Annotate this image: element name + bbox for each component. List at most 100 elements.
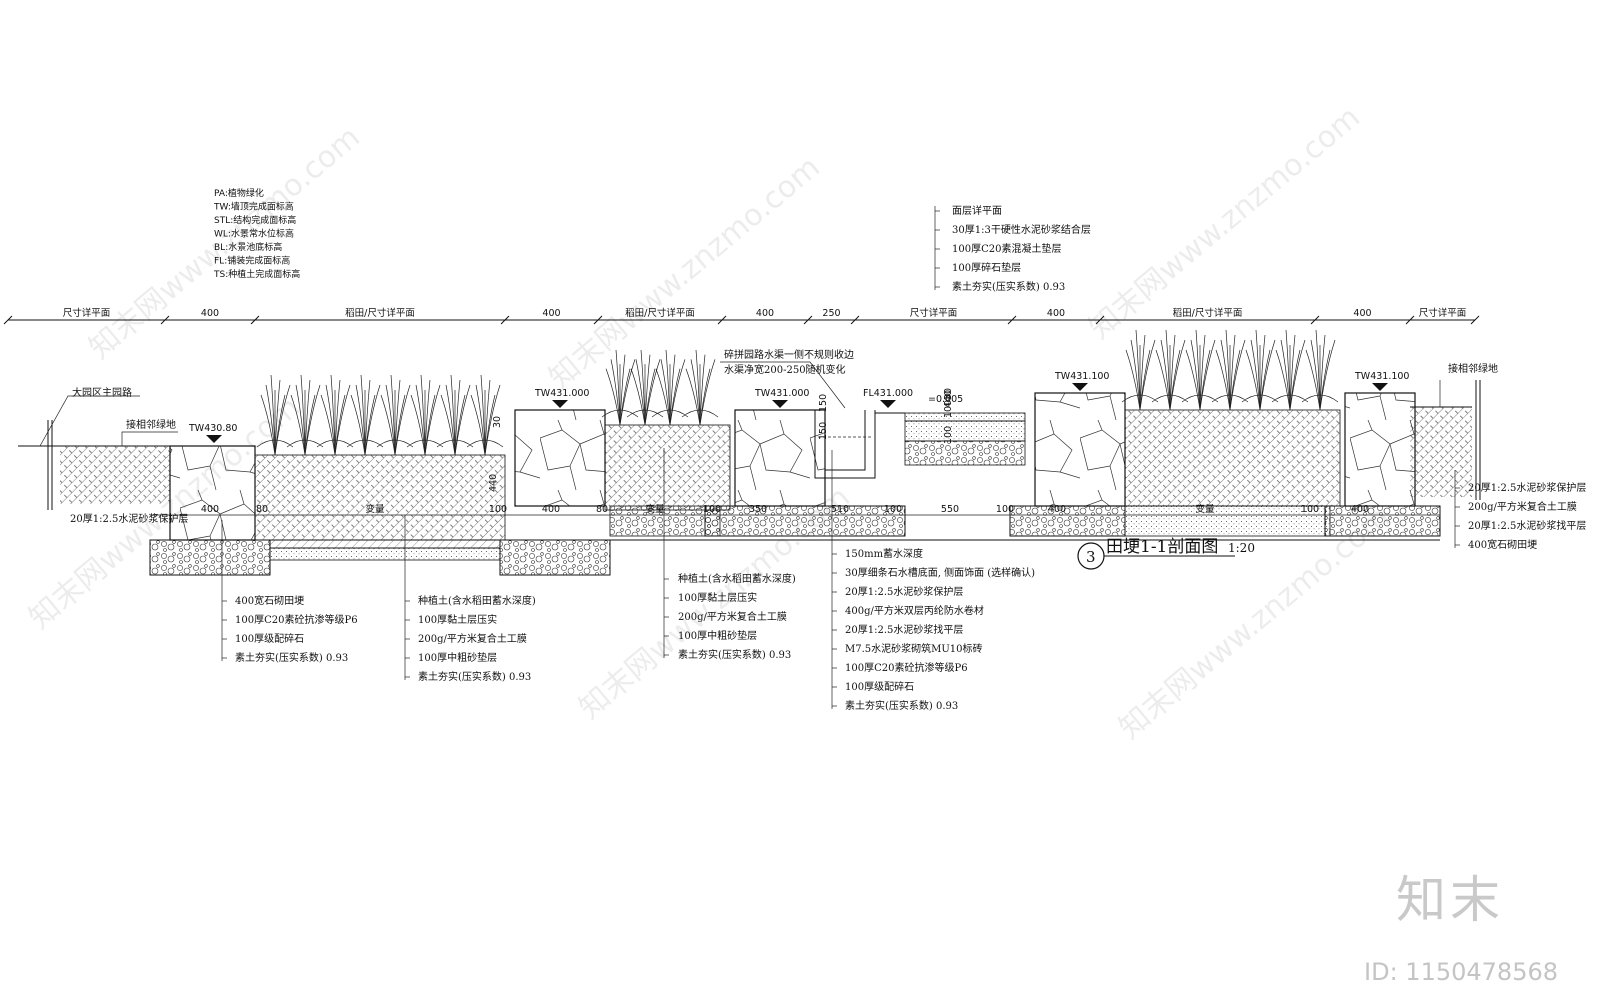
callout-channel-item: 400g/平方米双层丙纶防水卷材 xyxy=(845,604,984,617)
legend-item: FL:铺装完成面标高 xyxy=(214,255,290,267)
rice-plants xyxy=(256,329,1339,456)
elevation-label: FL431.000 xyxy=(863,388,913,399)
callout-paving-item: 素土夯实(压实系数) 0.93 xyxy=(952,280,1065,293)
callout-stone-ridge-item: 100厚C20素砼抗渗等级P6 xyxy=(235,613,358,626)
label-main-road: 大园区主园路 xyxy=(72,386,132,399)
callout-channel-item: 150mm蓄水深度 xyxy=(845,547,923,560)
dimension-tick xyxy=(1095,315,1105,325)
legend-item: STL:结构完成面标高 xyxy=(214,214,296,226)
callout-paddy-left-item: 种植土(含水稻田蓄水深度) xyxy=(418,594,536,607)
callout-channel-item: 100厚C20素砼抗渗等级P6 xyxy=(845,661,968,674)
rice-plant xyxy=(406,374,444,456)
legend-item: TW:墙顶完成面标高 xyxy=(213,201,294,213)
callout-right: 20厚1:2.5水泥砂浆保护层200g/平方米复合土工膜20厚1:2.5水泥砂浆… xyxy=(1454,470,1586,551)
dimension-label-top: 稻田/尺寸详平面 xyxy=(1173,307,1243,319)
dimension-label-top: 尺寸详平面 xyxy=(910,307,958,319)
callout-right-item: 400宽石砌田埂 xyxy=(1468,538,1537,551)
existing-ground xyxy=(18,380,1481,510)
dimension-label-bottom: 100 xyxy=(1301,504,1319,515)
callout-paving-item: 100厚C20素混凝土垫层 xyxy=(952,242,1061,255)
callout-right-item: 20厚1:2.5水泥砂浆找平层 xyxy=(1468,519,1586,532)
dimension-tick xyxy=(850,315,860,325)
callout-paddy-mid-item: 200g/平方米复合土工膜 xyxy=(678,610,787,623)
dimension-label-bottom: 550 xyxy=(941,504,959,515)
callout-paddy-mid: 种植土(含水稻田蓄水深度)100厚黏土层压实200g/平方米复合土工膜100厚中… xyxy=(663,448,796,661)
label-adjacent-green: 接相邻绿地 xyxy=(1448,362,1498,375)
callout-paddy-mid-item: 100厚黏土层压实 xyxy=(678,591,757,604)
legend-item: BL:水景池底标高 xyxy=(214,241,282,253)
rice-plant xyxy=(316,374,354,456)
callout-channel-item: 素土夯实(压实系数) 0.93 xyxy=(845,699,958,712)
watermark-text: 知末网www.znzmo.com xyxy=(83,120,367,366)
dimension-label-vertical: 150 xyxy=(818,394,829,412)
dimension-label-top: 稻田/尺寸详平面 xyxy=(625,307,695,319)
elevation-label: TW430.80 xyxy=(188,423,237,434)
callout-stone-ridge: 400宽石砌田埂100厚C20素砼抗渗等级P6100厚级配碎石素土夯实(压实系数… xyxy=(221,520,358,664)
dimension-label-top: 尺寸详平面 xyxy=(63,307,111,319)
dimension-label-top: 稻田/尺寸详平面 xyxy=(345,307,415,319)
rice-plant xyxy=(256,374,294,456)
dimension-label-vertical: 150 xyxy=(818,422,829,440)
dimension-label-bottom: 400 xyxy=(542,504,560,515)
legend-item: WL:水景常水位标高 xyxy=(214,228,294,240)
rice-plant xyxy=(466,374,504,456)
callout-paving-item: 30厚1:3干硬性水泥砂浆结合层 xyxy=(952,223,1091,236)
dimension-tick xyxy=(1405,315,1415,325)
callout-paving: 面层详平面30厚1:3干硬性水泥砂浆结合层100厚C20素混凝土垫层100厚碎石… xyxy=(934,204,1091,293)
rice-plant xyxy=(376,374,414,456)
callout-paving-item: 面层详平面 xyxy=(952,204,1002,217)
legend-item: TS:种植土完成面标高 xyxy=(213,268,300,280)
rice-plant xyxy=(601,349,639,426)
dimension-label-vertical: 440 xyxy=(943,390,954,408)
callout-channel-item: 100厚级配碎石 xyxy=(845,680,914,693)
elevation-marker: TW431.100 xyxy=(1054,371,1109,391)
dimension-label-bottom: 400 xyxy=(1048,504,1066,515)
rice-plant xyxy=(1181,329,1219,411)
elevation-label: TW431.000 xyxy=(754,388,809,399)
legend-item: PA:植物绿化 xyxy=(214,187,264,199)
dimension-label-bottom: 80 xyxy=(256,504,268,515)
rice-plant xyxy=(681,349,719,426)
rice-plant xyxy=(1211,329,1249,411)
dimension-label-bottom: 变量 xyxy=(365,503,385,515)
elevation-label: TW431.000 xyxy=(534,388,589,399)
dimension-label-top: 400 xyxy=(542,308,560,319)
callout-stone-ridge-item: 400宽石砌田埂 xyxy=(235,594,304,607)
dimension-label-bottom: 510 xyxy=(831,504,849,515)
elevation-label: TW431.100 xyxy=(1054,371,1109,382)
dimension-label-top: 400 xyxy=(1353,308,1371,319)
elevation-label: TW431.100 xyxy=(1354,371,1409,382)
label-channel-note: 碎拼园路水渠一侧不规则收边 xyxy=(724,348,854,361)
rice-plant xyxy=(436,374,474,456)
callout-channel-item: 20厚1:2.5水泥砂浆保护层 xyxy=(845,585,963,598)
callout-stone-ridge-item: 素土夯实(压实系数) 0.93 xyxy=(235,651,348,664)
rice-plant xyxy=(1151,329,1189,411)
dimension-label-bottom: 100 xyxy=(884,504,902,515)
callout-channel-item: 20厚1:2.5水泥砂浆找平层 xyxy=(845,623,963,636)
paving-layers xyxy=(875,412,1026,466)
dimension-label-bottom: 变量 xyxy=(1195,503,1215,515)
base-foundation xyxy=(149,505,1441,576)
rice-plant xyxy=(651,349,689,426)
section-name: 田埂1-1剖面图 xyxy=(1106,537,1218,557)
rice-plant xyxy=(346,374,384,456)
paddy-field-soil xyxy=(254,409,1341,541)
elevation-marker: FL431.000 xyxy=(863,388,913,408)
dimension-label-top: 400 xyxy=(1047,308,1065,319)
callout-paddy-mid-item: 素土夯实(压实系数) 0.93 xyxy=(678,648,791,661)
water-channel xyxy=(814,410,876,479)
dimension-label-vertical: 30 xyxy=(943,388,954,400)
elevation-marker: TW431.100 xyxy=(1354,371,1409,391)
callout-paddy-left-item: 100厚中粗砂垫层 xyxy=(418,651,497,664)
dimension-label-bottom: 变量 xyxy=(645,503,665,515)
callout-paddy-left-item: 素土夯实(压实系数) 0.93 xyxy=(418,670,531,683)
label-protect-layer: 20厚1:2.5水泥砂浆保护层 xyxy=(70,512,188,525)
rice-plant xyxy=(1271,329,1309,411)
elevation-offset: =0.005 xyxy=(928,394,963,405)
rice-plant xyxy=(1241,329,1279,411)
dimension-label-bottom: 350 xyxy=(749,504,767,515)
dimension-tick xyxy=(250,315,260,325)
